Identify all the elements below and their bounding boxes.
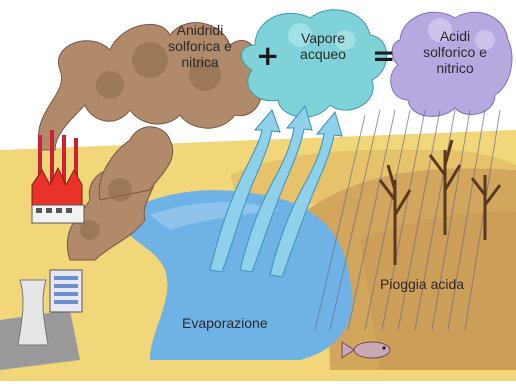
vapor-line-1: Vapore [278,30,368,46]
acids-line-1: Acidi [405,28,505,44]
evaporation-label: Evaporazione [182,315,292,331]
equals-sign: = [372,42,395,70]
acids-line-3: nitrico [405,60,505,76]
acids-line-2: solforico e [405,44,505,60]
sulfur-line-2: solforica e [150,38,250,54]
sulfur-line-3: nitrica [150,54,250,70]
vapor-line-2: acqueo [278,46,368,62]
sulfur-cloud-label: Anidridi solforica e nitrica [150,22,250,70]
sulfur-line-1: Anidridi [150,22,250,38]
acid-rain-label: Pioggia acida [380,276,490,292]
plus-sign: + [256,42,279,70]
vapor-cloud-label: Vapore acqueo [278,30,368,62]
acid-cloud-label: Acidi solforico e nitrico [405,28,505,76]
